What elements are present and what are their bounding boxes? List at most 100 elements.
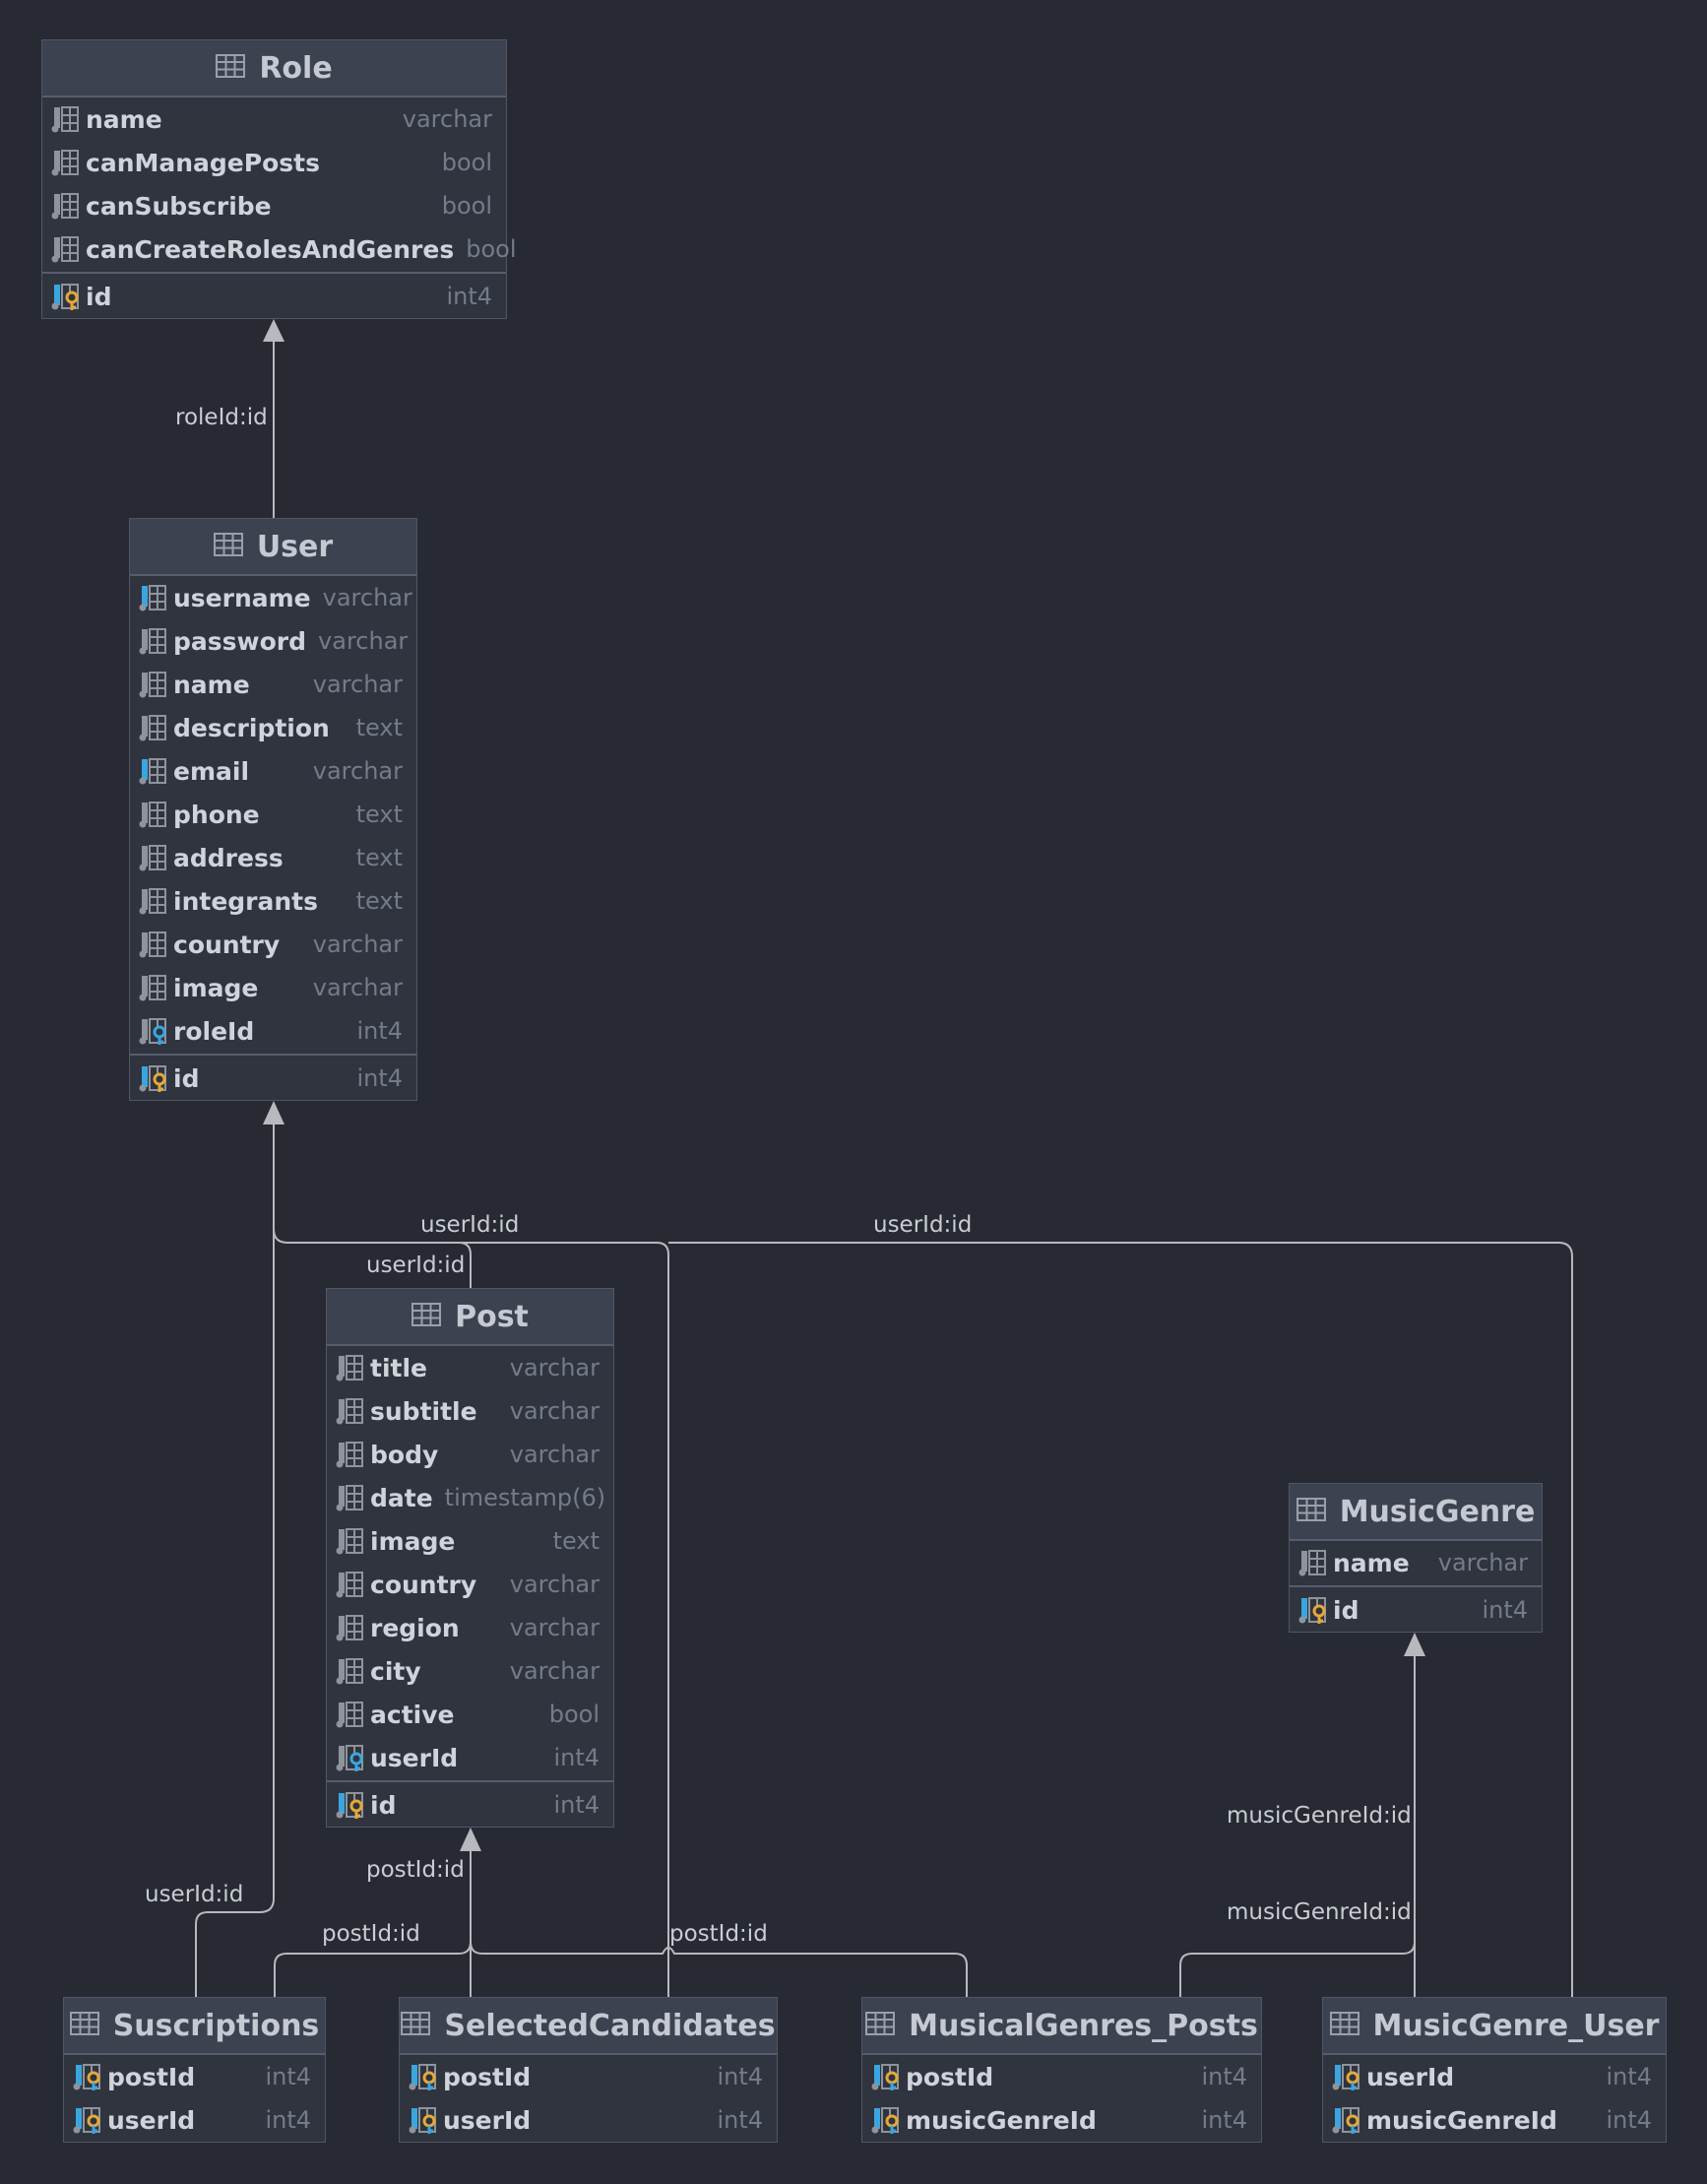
column-name: country — [173, 930, 281, 959]
column-icon — [1297, 1548, 1329, 1577]
column-icon — [138, 843, 169, 872]
column-name: id — [370, 1790, 397, 1820]
column-row-id[interactable]: id int4 — [42, 275, 506, 318]
column-type: varchar — [318, 627, 409, 655]
table-header[interactable]: Role — [42, 40, 506, 97]
column-name: id — [86, 282, 112, 311]
table-title: Role — [259, 50, 333, 86]
column-icon — [335, 1526, 366, 1556]
table-title: User — [256, 529, 334, 564]
table-header[interactable]: SelectedCandidates — [400, 1998, 777, 2055]
table-icon — [1296, 1495, 1326, 1529]
arrowhead-user — [263, 1101, 284, 1124]
column-icon — [335, 1353, 366, 1382]
composite-key-icon — [408, 2062, 439, 2091]
arrowhead-role — [263, 319, 284, 342]
primary-key-icon — [1297, 1595, 1329, 1625]
column-name: canSubscribe — [86, 191, 272, 221]
column-icon — [138, 713, 169, 742]
column-type: varchar — [509, 1657, 600, 1685]
column-name: name — [173, 670, 250, 699]
table-header[interactable]: User — [130, 519, 416, 576]
column-name: integrants — [173, 886, 318, 916]
table-header[interactable]: MusicGenre — [1290, 1484, 1542, 1541]
column-row-password[interactable]: password varchar — [130, 619, 416, 663]
column-name: description — [173, 713, 330, 742]
table-header[interactable]: MusicalGenres_Posts — [862, 1998, 1261, 2055]
label-suscriptions-user: userId:id — [145, 1882, 244, 1907]
label-musicalgenresposts-post: postId:id — [669, 1921, 768, 1947]
column-icon — [138, 886, 169, 916]
unique-column-icon — [138, 583, 169, 612]
column-type: int4 — [1201, 2106, 1247, 2134]
column-type: varchar — [312, 931, 403, 958]
label-post-user-1: userId:id — [420, 1212, 520, 1238]
column-name: city — [370, 1656, 421, 1686]
column-icon — [138, 973, 169, 1002]
column-name: subtitle — [370, 1396, 477, 1426]
column-row-subtitle[interactable]: subtitle varchar — [327, 1389, 613, 1433]
column-type: int4 — [446, 283, 492, 310]
column-type: varchar — [402, 105, 492, 133]
column-icon — [50, 104, 82, 134]
table-header[interactable]: Post — [327, 1289, 613, 1346]
column-type: int4 — [1201, 2063, 1247, 2090]
column-row-country[interactable]: country varchar — [130, 923, 416, 966]
column-icon — [335, 1440, 366, 1469]
column-type: varchar — [509, 1397, 600, 1425]
column-type: int4 — [553, 1744, 600, 1771]
table-header[interactable]: Suscriptions — [64, 1998, 325, 2055]
column-type: varchar — [509, 1441, 600, 1468]
column-type: varchar — [322, 584, 412, 611]
foreign-key-icon — [335, 1743, 366, 1772]
column-icon — [138, 800, 169, 829]
table-header[interactable]: MusicGenre_User — [1323, 1998, 1666, 2055]
column-name: name — [1333, 1548, 1410, 1577]
label-musicgenreuser-genre: musicGenreId:id — [1227, 1899, 1412, 1925]
column-row-city[interactable]: city varchar — [327, 1649, 613, 1693]
table-icon — [213, 530, 243, 564]
column-name: password — [173, 626, 307, 656]
